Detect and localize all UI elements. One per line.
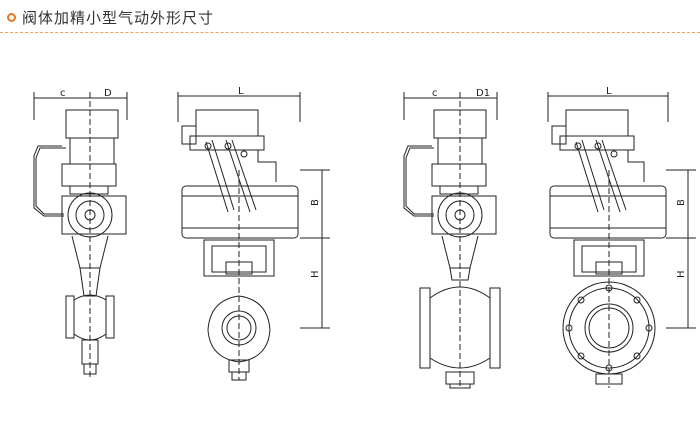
side-view-flanged: c D1 (403, 88, 501, 389)
front-view-wafer: L B H (177, 86, 330, 381)
dim-b-label: B (310, 199, 321, 206)
header-divider (0, 32, 700, 33)
dim-c-label-2: c (432, 88, 438, 99)
dim-h-label: H (310, 270, 321, 278)
dim-d1-label: D1 (476, 88, 490, 99)
dim-h-label-2: H (676, 270, 687, 278)
dim-b-label-2: B (676, 199, 687, 206)
dim-c-label: c (60, 88, 66, 99)
dim-d-label: D (104, 88, 112, 99)
page-title: 阀体加精小型气动外形尺寸 (22, 9, 215, 27)
side-view-wafer: c D (33, 88, 128, 380)
dim-l-label: L (238, 86, 244, 97)
front-view-flanged: L B H (547, 86, 696, 388)
circle-bullet-icon (7, 13, 16, 22)
dim-l-label-2: L (606, 86, 612, 97)
valve-dimension-drawing: c D L (33, 86, 696, 389)
section-header: 阀体加精小型气动外形尺寸 (0, 0, 700, 40)
